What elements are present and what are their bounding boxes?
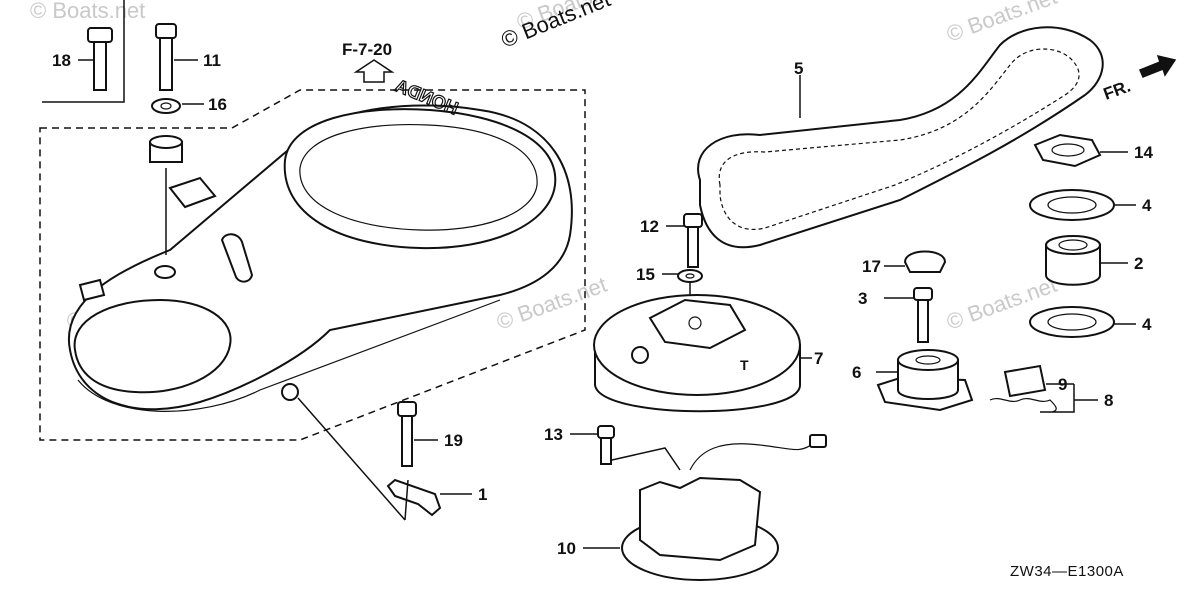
part-5-timing-belt	[697, 26, 1104, 249]
slot-opening	[220, 233, 254, 283]
grommet	[78, 278, 106, 302]
watermark: © Boats.net	[30, 0, 145, 23]
part-9-collar	[1003, 364, 1047, 398]
callout-2: 2	[1134, 254, 1143, 273]
mount-hole	[281, 383, 299, 401]
part-18-bolt	[87, 27, 113, 91]
square-boss	[168, 176, 217, 209]
callout-16: 16	[208, 95, 227, 114]
part-6-tensioner	[876, 349, 974, 412]
callout-13: 13	[544, 425, 563, 444]
wire-connector	[809, 434, 827, 448]
direction-arrow-icon	[1139, 54, 1177, 78]
part-4-washer-upper	[1029, 189, 1115, 221]
part-11-bolt	[155, 23, 177, 91]
callout-18: 18	[52, 51, 71, 70]
callout-1: 1	[478, 485, 487, 504]
drawing-code: ZW34—E1300A	[1010, 563, 1124, 580]
callout-7: 17	[862, 257, 881, 276]
grommet	[154, 265, 176, 279]
part-7-cap	[903, 250, 947, 273]
part-12-bolt	[683, 213, 703, 268]
part-19-bolt	[397, 401, 417, 467]
callout-11: 11	[203, 51, 221, 70]
part-16-washer	[151, 98, 181, 114]
callout-19: 19	[444, 431, 463, 450]
part-4-washer-lower	[1029, 306, 1115, 338]
part-14-nut	[1033, 133, 1102, 168]
callout-15: 15	[636, 265, 655, 284]
part-17-bolt	[913, 287, 933, 343]
callout-6: 6	[852, 363, 861, 382]
part-10-stator	[621, 434, 827, 581]
reference-label: F-7-20	[342, 40, 392, 59]
callout-14: 14	[1134, 143, 1153, 162]
callout-8: 8	[1104, 391, 1113, 410]
part-18-bracket	[42, 0, 125, 103]
callout-10: 10	[557, 539, 576, 558]
part-15-washer	[677, 269, 703, 283]
callout-4-upper: 4	[1142, 196, 1152, 215]
callout-17: 3	[858, 289, 867, 308]
cover-assembly-boundary	[39, 89, 586, 441]
callout-5: 5	[794, 59, 803, 78]
reference-arrow-icon	[353, 59, 395, 83]
callout-3: 7	[814, 349, 823, 368]
part-8-spring	[989, 397, 1057, 413]
part-3-flywheel-pulley: T	[593, 294, 801, 413]
part-1-bracket	[386, 478, 442, 517]
part-13-bolt	[597, 425, 615, 465]
part-2-gear	[1045, 235, 1101, 286]
callout-9: 9	[1058, 375, 1067, 394]
timing-belt-cover: HONDA	[67, 75, 573, 412]
direction-label: FR.	[1101, 77, 1133, 104]
timing-mark: T	[740, 357, 749, 373]
hex-boss	[648, 298, 747, 350]
callout-12: 12	[640, 217, 659, 236]
front-direction-indicator: FR.	[1101, 54, 1177, 104]
callout-4-lower: 4	[1142, 315, 1152, 334]
watermark-main: © Boats.net	[498, 0, 614, 53]
